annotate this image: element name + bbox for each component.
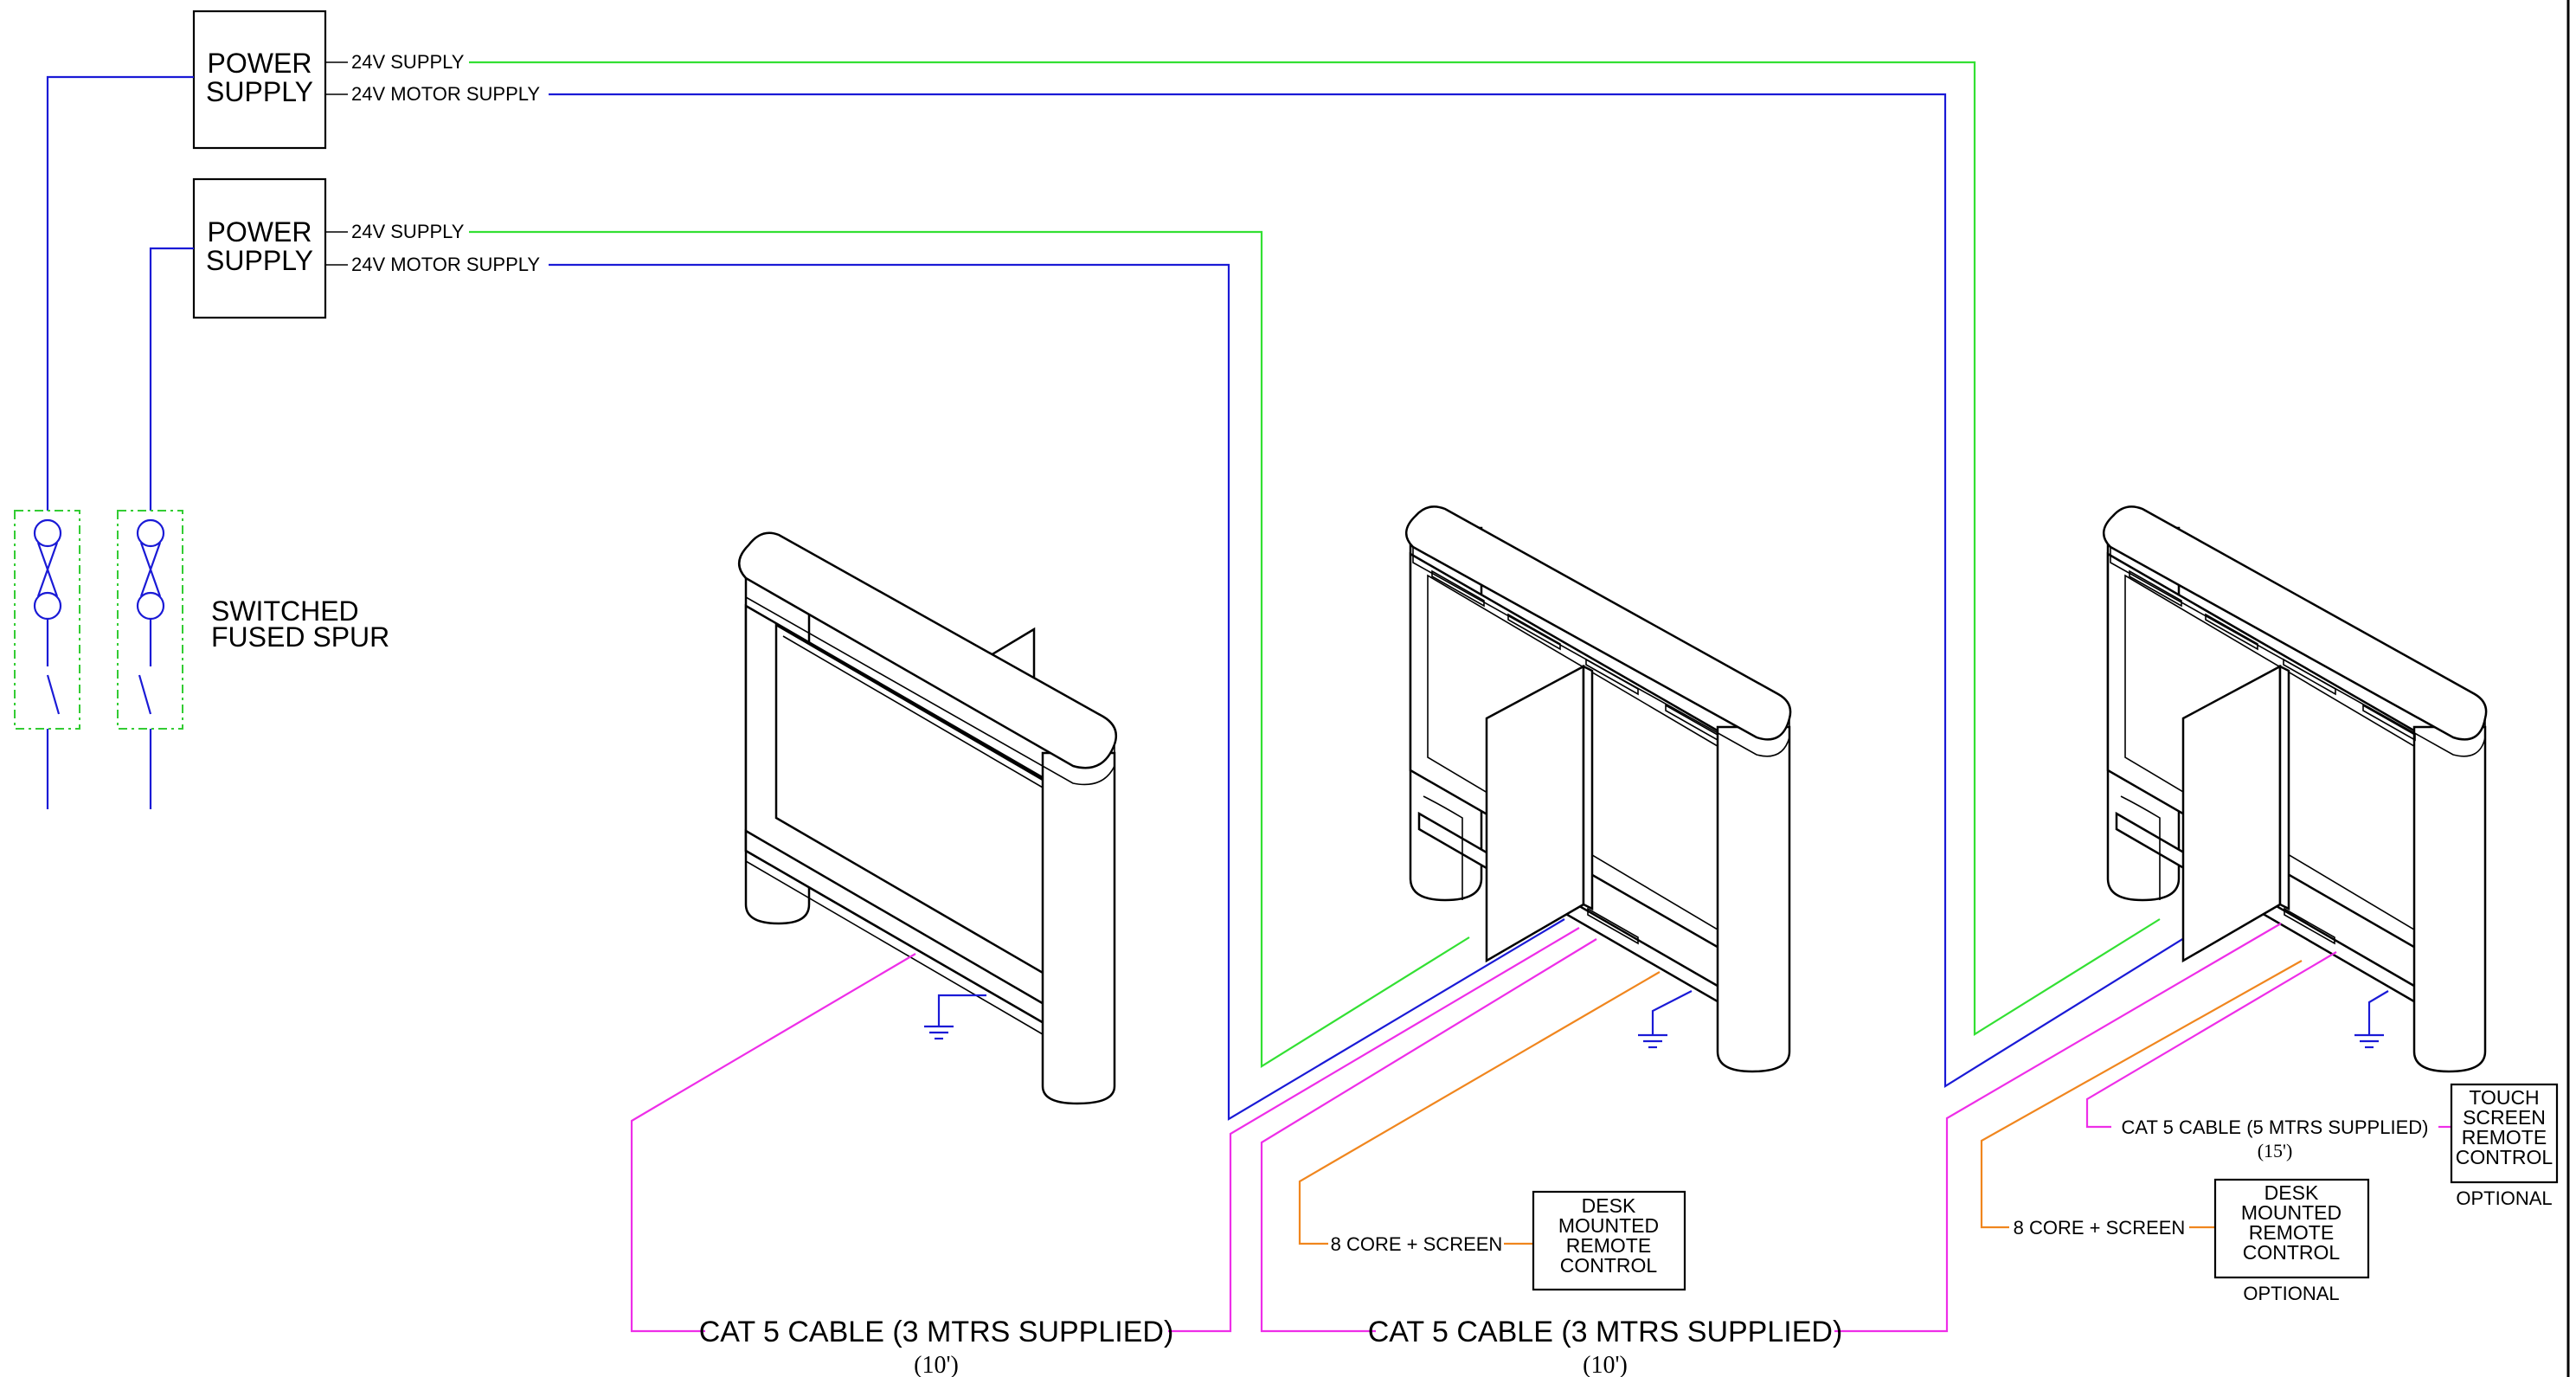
desk-remote-1-line2: MOUNTED (1558, 1214, 1659, 1237)
gate-2-speed-gate (1405, 505, 1792, 1073)
optional-label-desk: OPTIONAL (2243, 1283, 2339, 1304)
desk-remote-2-line4: CONTROL (2243, 1241, 2341, 1264)
ps2-24v-motor-label: 24V MOTOR SUPPLY (351, 254, 540, 275)
cat5-cable-2-imperial: (10') (1583, 1352, 1628, 1377)
touch-remote-line4: CONTROL (2456, 1146, 2554, 1168)
core-label-1: 8 CORE + SCREEN (1331, 1233, 1503, 1255)
power-supply-2-label-bottom: SUPPLY (206, 245, 313, 276)
desk-remote-1-line4: CONTROL (1560, 1254, 1658, 1277)
cat5-cable-1-imperial: (10') (914, 1352, 959, 1377)
cat5-cable-2-wire (1260, 938, 1597, 1333)
ps1-motor-supply-wire (549, 93, 2246, 1088)
gate-3-speed-gate (2103, 505, 2488, 1073)
cat5-cable-1b-wire (1168, 927, 1580, 1333)
core-label-2: 8 CORE + SCREEN (2014, 1217, 2186, 1239)
cat5-cable-3-label: CAT 5 CABLE (5 MTRS SUPPLIED) (2122, 1116, 2429, 1138)
ps2-motor-supply-wire (549, 263, 1565, 1121)
touch-remote-line1: TOUCH (2469, 1086, 2539, 1109)
cat5-cable-2b-wire (1834, 923, 2282, 1333)
cat5-cable-2-label: CAT 5 CABLE (3 MTRS SUPPLIED) (1368, 1316, 1843, 1348)
desk-remote-2-line1: DESK (2264, 1181, 2319, 1204)
gate-2-ground-icon (1638, 990, 1693, 1049)
cat5-cable-3-imperial: (15') (2258, 1140, 2293, 1161)
touch-remote-line2: SCREEN (2463, 1106, 2546, 1129)
ps2-24v-supply-label: 24V SUPPLY (351, 221, 465, 242)
ps2-24v-supply-wire (469, 230, 1470, 1068)
desk-remote-2-line3: REMOTE (2249, 1221, 2334, 1244)
power-supply-2: POWER SUPPLY (192, 177, 327, 319)
desk-remote-box-2: DESK MOUNTED REMOTE CONTROL (2213, 1178, 2370, 1279)
optional-label-touch: OPTIONAL (2456, 1187, 2552, 1209)
spur-label-line2: FUSED SPUR (211, 621, 389, 653)
cat5-cable-1-label: CAT 5 CABLE (3 MTRS SUPPLIED) (699, 1316, 1174, 1348)
desk-remote-2-line2: MOUNTED (2241, 1201, 2342, 1224)
power-supply-1: POWER SUPPLY (192, 10, 327, 150)
power-supply-1-label-top: POWER (208, 48, 312, 79)
cat5-cable-3-wire (2085, 951, 2337, 1129)
spur1-feed-wire (46, 75, 194, 511)
core-cable-1-wire (1298, 971, 1661, 1245)
touch-remote-line3: REMOTE (2462, 1126, 2547, 1149)
touch-remote-box: TOUCH SCREEN REMOTE CONTROL (2450, 1083, 2559, 1184)
gate-1-ground-icon (924, 994, 986, 1040)
fused-spur-2 (117, 510, 183, 809)
spur2-feed-wire (149, 247, 194, 511)
ps1-24v-supply-wire (469, 61, 2161, 1036)
ps1-24v-motor-label: 24V MOTOR SUPPLY (351, 83, 540, 105)
cat5-cable-1-wire (630, 953, 916, 1333)
gate-1-panel-unit (738, 531, 1118, 1105)
desk-remote-box-1: DESK MOUNTED REMOTE CONTROL (1532, 1190, 1686, 1291)
ps1-24v-supply-label: 24V SUPPLY (351, 51, 465, 73)
core-cable-2-wire (1980, 960, 2303, 1229)
desk-remote-1-line3: REMOTE (1566, 1234, 1651, 1257)
fused-spur-1 (14, 510, 80, 809)
spur-label-line1: SWITCHED (211, 595, 359, 627)
desk-remote-1-line1: DESK (1582, 1194, 1636, 1217)
power-supply-2-label-top: POWER (208, 216, 312, 248)
power-supply-1-label-bottom: SUPPLY (206, 76, 313, 107)
gate-3-ground-icon (2354, 990, 2389, 1049)
